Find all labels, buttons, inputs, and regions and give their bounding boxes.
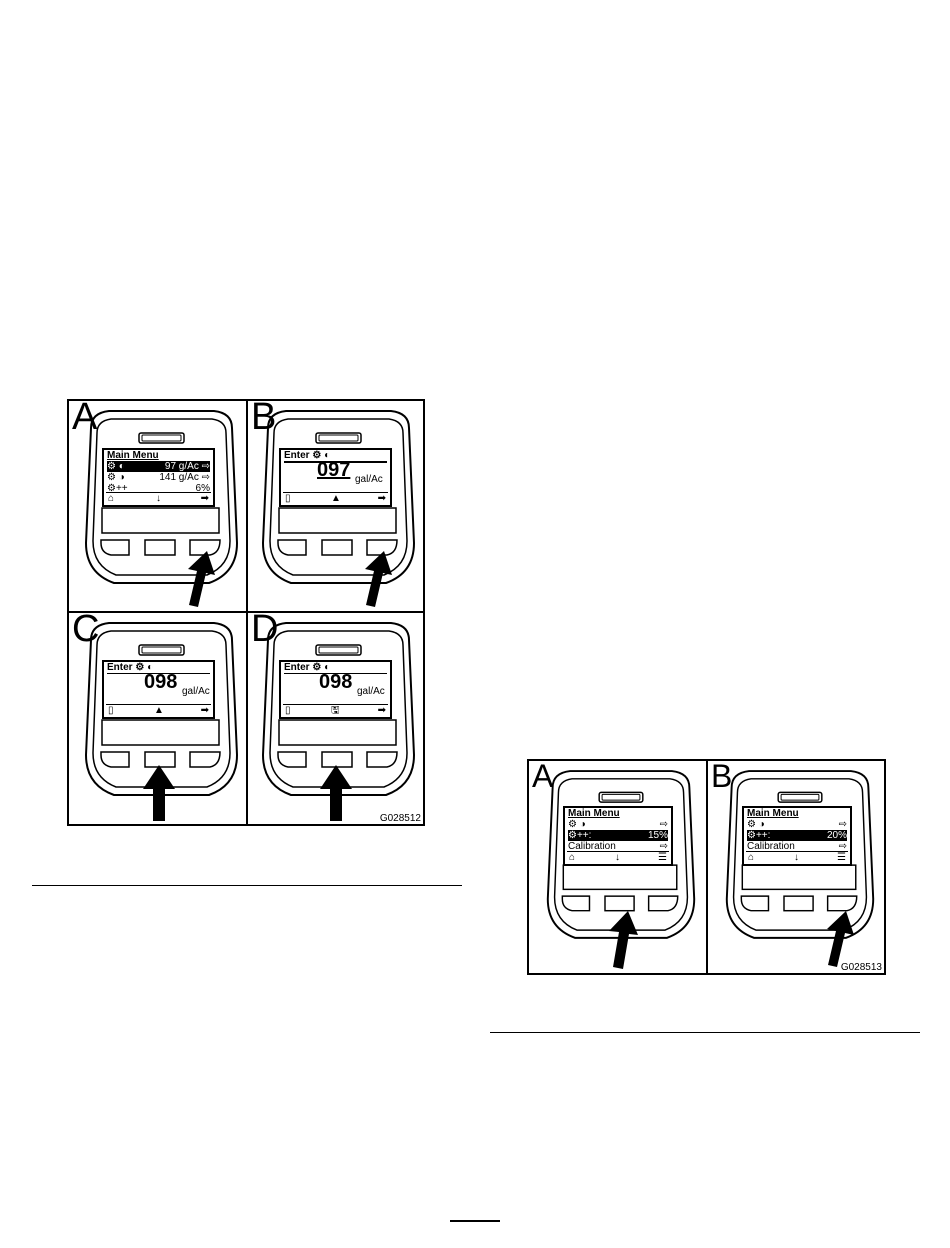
right-arrow-icon: ⇨ xyxy=(660,819,668,830)
right-arrow-icon: ⇨ xyxy=(202,472,210,483)
soft-key-bar: ▯ ▲ ➡ xyxy=(283,492,388,504)
row-value: 141 g/Ac ⇨ xyxy=(159,472,210,483)
rate-value: 098 xyxy=(319,677,352,688)
menu-row[interactable]: ⚙ ◑ ⇨ xyxy=(747,819,847,830)
home-icon: ⌂ xyxy=(108,493,114,504)
menu-row[interactable]: ⚙++: 15% xyxy=(568,830,668,841)
menu-icon: ☰ xyxy=(837,852,846,863)
row-label: ⚙ ◑ xyxy=(747,819,765,830)
lcd-screen: Enter ⚙ ◐ 097 gal/Ac ▯ ▲ ➡ xyxy=(279,448,392,507)
menu-row[interactable]: ⚙++: 20% xyxy=(747,830,847,841)
panel-letter: D xyxy=(251,613,278,649)
lcd-screen: Main Menu ⚙ ◐ 97 g/Ac ⇨ ⚙ ◑ 141 g/Ac ⇨ ⚙… xyxy=(102,448,215,507)
panel-letter: B xyxy=(251,401,276,437)
row-value: 97 g/Ac ⇨ xyxy=(165,461,210,472)
panel-b: B Main Menu ⚙ ◑ ⇨ ⚙++: 20% Calibration ⇨ xyxy=(708,761,884,973)
row-label: ⚙ ◐ xyxy=(107,461,125,472)
menu-row[interactable]: ⚙ ◑ 141 g/Ac ⇨ xyxy=(107,472,210,483)
right-arrow-icon: ➡ xyxy=(378,493,386,504)
right-arrow-icon: ➡ xyxy=(378,705,386,716)
home-icon: ⌂ xyxy=(748,852,754,863)
panel-b: B Enter ⚙ ◐ 097 gal/Ac ▯ ▲ ➡ xyxy=(248,401,423,611)
menu-row[interactable]: ⚙ ◐ 97 g/Ac ⇨ xyxy=(107,461,210,472)
soft-key-bar: ⌂ ↓ ☰ xyxy=(746,851,848,863)
press-arrow-icon xyxy=(139,763,179,823)
back-icon: ▯ xyxy=(285,493,291,504)
press-arrow-icon xyxy=(820,909,856,969)
panel-d: D Enter ⚙ ◐ 098 gal/Ac ▯ 🖫 ➡ G028512 xyxy=(248,613,423,824)
row-value: 15% xyxy=(648,830,668,841)
press-arrow-icon xyxy=(358,549,394,609)
section-rule xyxy=(490,1032,920,1033)
figure-code: G028513 xyxy=(841,962,882,973)
press-arrow-icon xyxy=(316,763,356,823)
right-arrow-icon: ➡ xyxy=(201,493,209,504)
right-arrow-icon: ⇨ xyxy=(202,461,210,472)
figure-code: G028512 xyxy=(380,813,421,824)
rate-unit: gal/Ac xyxy=(355,474,383,485)
soft-key-bar: ▯ 🖫 ➡ xyxy=(283,704,388,716)
screen-title: Main Menu xyxy=(107,450,210,461)
rate-value: 097 xyxy=(317,465,350,476)
lcd-screen: Enter ⚙ ◐ 098 gal/Ac ▯ ▲ ➡ xyxy=(102,660,215,719)
back-icon: ▯ xyxy=(108,705,114,716)
panel-c: C Enter ⚙ ◐ 098 gal/Ac ▯ ▲ ➡ xyxy=(69,613,246,824)
menu-icon: ☰ xyxy=(658,852,667,863)
lcd-screen: Enter ⚙ ◐ 098 gal/Ac ▯ 🖫 ➡ xyxy=(279,660,392,719)
down-arrow-icon: ↓ xyxy=(156,493,161,504)
down-arrow-icon: ↓ xyxy=(794,852,799,863)
rate-value: 098 xyxy=(144,677,177,688)
panel-letter: B xyxy=(711,761,732,793)
menu-row[interactable]: ⚙ ◑ ⇨ xyxy=(568,819,668,830)
lcd-screen: Main Menu ⚙ ◑ ⇨ ⚙++: 15% Calibration ⇨ ⌂… xyxy=(563,806,673,866)
panel-a: A Main Menu ⚙ ◐ 97 g/Ac ⇨ ⚙ ◑ 141 g/Ac ⇨… xyxy=(69,401,246,611)
soft-key-bar: ⌂ ↓ ➡ xyxy=(106,492,211,504)
right-arrow-icon: ⇨ xyxy=(839,819,847,830)
press-arrow-icon xyxy=(181,549,217,609)
press-arrow-icon xyxy=(602,909,642,971)
figure-2: A Main Menu ⚙ ◑ ⇨ ⚙++: 15% Calibration ⇨ xyxy=(527,759,886,975)
increment-icon: ▲ xyxy=(331,493,341,504)
row-label: ⚙++: xyxy=(568,830,591,841)
figure-1: A Main Menu ⚙ ◐ 97 g/Ac ⇨ ⚙ ◑ 141 g/Ac ⇨… xyxy=(67,399,425,826)
right-arrow-icon: ➡ xyxy=(201,705,209,716)
rate-unit: gal/Ac xyxy=(182,686,210,697)
row-value: 20% xyxy=(827,830,847,841)
soft-key-bar: ⌂ ↓ ☰ xyxy=(567,851,669,863)
row-label: ⚙ ◑ xyxy=(568,819,586,830)
rate-unit: gal/Ac xyxy=(357,686,385,697)
soft-key-bar: ▯ ▲ ➡ xyxy=(106,704,211,716)
down-arrow-icon: ↓ xyxy=(615,852,620,863)
panel-a: A Main Menu ⚙ ◑ ⇨ ⚙++: 15% Calibration ⇨ xyxy=(529,761,706,973)
panel-letter: C xyxy=(72,613,99,649)
panel-letter: A xyxy=(532,761,553,793)
row-label: ⚙++: xyxy=(747,830,770,841)
save-icon: 🖫 xyxy=(331,705,340,716)
section-rule xyxy=(32,885,462,886)
lcd-screen: Main Menu ⚙ ◑ ⇨ ⚙++: 20% Calibration ⇨ ⌂… xyxy=(742,806,852,866)
home-icon: ⌂ xyxy=(569,852,575,863)
increment-icon: ▲ xyxy=(154,705,164,716)
row-label: ⚙ ◑ xyxy=(107,472,125,483)
screen-title: Main Menu xyxy=(747,808,847,819)
page-footer-rule xyxy=(450,1220,500,1222)
panel-letter: A xyxy=(72,401,97,437)
back-icon: ▯ xyxy=(285,705,291,716)
screen-title: Main Menu xyxy=(568,808,668,819)
